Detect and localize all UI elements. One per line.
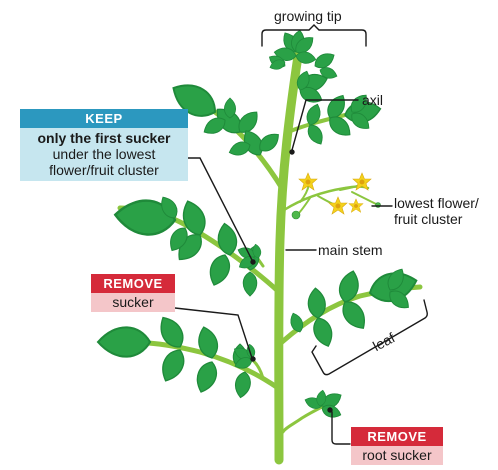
lowest-flower-label-line2: fruit cluster — [394, 211, 479, 227]
keep-line1: only the first sucker — [24, 130, 184, 146]
keep-line2: under the lowest — [24, 146, 184, 162]
lowest-flower-label: lowest flower/ fruit cluster — [394, 195, 479, 227]
remove-sucker-body: sucker — [91, 293, 175, 312]
main-stem — [279, 56, 298, 460]
keep-body: only the first sucker under the lowest f… — [20, 128, 188, 181]
root-sucker-stem — [283, 406, 324, 432]
growing-tip-label: growing tip — [274, 8, 342, 24]
keep-callout: KEEP only the first sucker under the low… — [20, 109, 188, 181]
remove-root-body: root sucker — [351, 446, 443, 465]
remove-root-header: REMOVE — [351, 427, 443, 446]
lowest-flower-label-line1: lowest flower/ — [394, 195, 479, 211]
remove-root-sucker-callout: REMOVE root sucker — [351, 427, 443, 465]
main-stem-label: main stem — [318, 242, 383, 258]
foliage — [98, 29, 420, 420]
growing-tip-bracket — [262, 25, 366, 46]
remove-sucker-header: REMOVE — [91, 274, 175, 293]
keep-header: KEEP — [20, 109, 188, 128]
remove-sucker-callout: REMOVE sucker — [91, 274, 175, 312]
axil-label: axil — [362, 92, 383, 108]
keep-line3: flower/fruit cluster — [24, 162, 184, 178]
